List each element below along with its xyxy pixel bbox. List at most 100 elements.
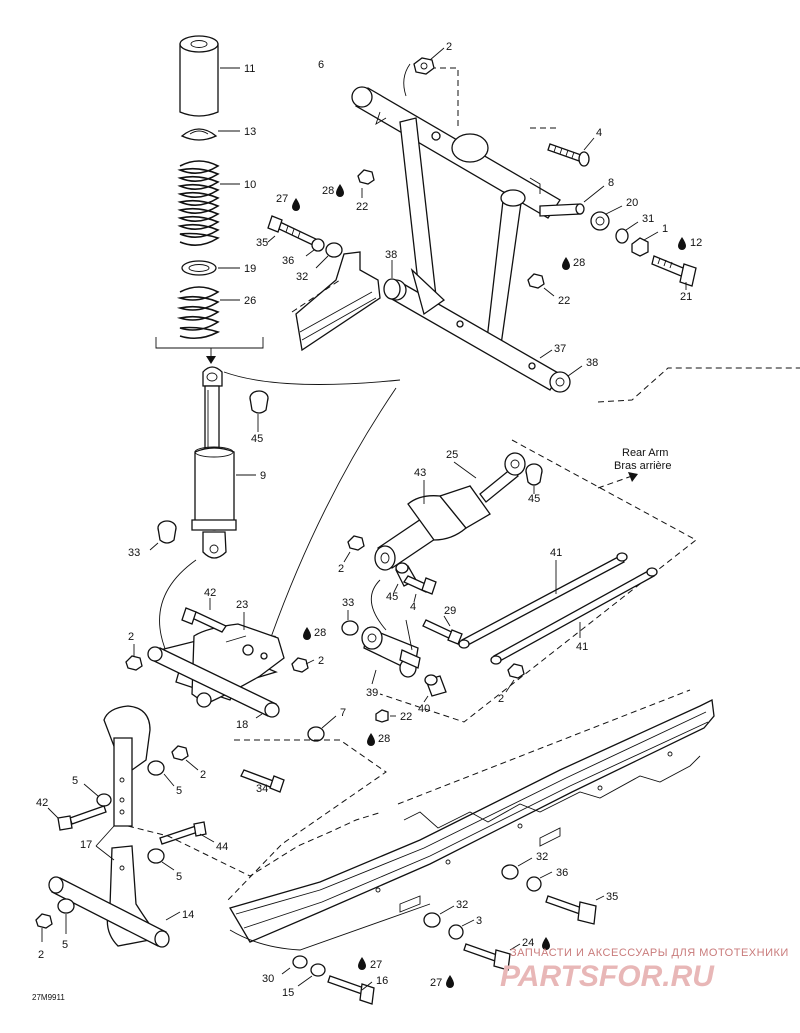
callout-44: 44 [216,841,228,853]
front-arm-6 [351,63,561,391]
bolt-42a [181,607,227,633]
callout-41: 41 [576,641,588,653]
callout-33: 33 [342,597,354,609]
nut-32b [501,864,519,880]
bolt-34 [240,769,285,793]
nut-1 [631,237,649,257]
callout-5: 5 [72,775,78,787]
nut-2d [291,657,309,673]
callout-36: 36 [556,867,568,879]
spring-cup-11 [179,35,219,117]
callout-28: 28 [322,185,334,197]
callout-2: 2 [38,949,44,961]
washer-3 [448,924,464,940]
callout-26: 26 [244,295,256,307]
nut-2a [413,57,435,75]
callout-4: 4 [410,601,416,613]
callout-43: 43 [414,467,426,479]
callout-28: 28 [314,627,326,639]
washer-5d [57,898,75,914]
callout-32: 32 [296,271,308,283]
drop-icon-12 [678,237,686,250]
drop-icon-27a [292,198,300,211]
bolt-24 [463,943,511,971]
drop-icon-24 [542,937,550,950]
washer-15 [310,963,326,977]
callout-4: 4 [596,127,602,139]
nut-22a [357,169,375,185]
callout-32: 32 [456,899,468,911]
callout-29: 29 [444,605,456,617]
callout-37: 37 [554,343,566,355]
shock-absorber-9 [191,366,237,559]
tie-rod-41a [458,552,628,649]
callout-5: 5 [62,939,68,951]
nut-2f [171,745,189,761]
callout-12: 12 [690,237,702,249]
washer-30 [292,955,308,969]
bolt-29 [422,619,463,645]
watermark-tagline: ЗАПЧАСТИ И АКСЕССУАРЫ ДЛЯ МОТОТЕХНИКИ [510,947,789,959]
callout-22: 22 [558,295,570,307]
callout-13: 13 [244,126,256,138]
rear-arm-label-en: Rear Arm [622,447,668,459]
tube-18 [147,646,280,718]
callout-10: 10 [244,179,256,191]
washer-5a [96,793,112,807]
callout-5: 5 [176,871,182,883]
bolt-4b [403,575,437,595]
link-39 [361,626,421,678]
callout-8: 8 [608,177,614,189]
spring-seat-19 [181,260,217,276]
callout-28: 28 [573,257,585,269]
rear-arm-label-fr: Bras arrière [614,460,671,472]
bolt-35a [267,215,319,247]
callout-32: 32 [536,851,548,863]
secondary-spring-26 [176,286,221,340]
bolt-44 [159,821,207,845]
drop-icon-28a [336,184,344,197]
callout-41: 41 [550,547,562,559]
bushing-45b [525,463,543,486]
callout-labels: 11 13 10 19 26 45 9 33 6 2 4 8 27 28 22 … [36,41,702,999]
drop-icon-28c [303,627,311,640]
drop-icon-28d [367,733,375,746]
callout-34: 34 [256,783,268,795]
callout-19: 19 [244,263,256,275]
callout-16: 16 [376,975,388,987]
rear-arm-14 [48,705,170,948]
bushing-38b [549,371,571,393]
nut-32c [423,912,441,928]
nut-22c [375,709,389,723]
spring-stopper-13 [180,128,218,141]
washer-31 [615,228,629,244]
washer-5b [147,760,165,776]
callout-7: 7 [340,707,346,719]
callout-20: 20 [626,197,638,209]
callout-3: 3 [476,915,482,927]
callout-18: 18 [236,719,248,731]
callout-2: 2 [200,769,206,781]
bolt-42b [57,805,107,831]
nut-2b [347,535,365,551]
callout-2: 2 [318,655,324,667]
callout-25: 25 [446,449,458,461]
bolt-35b [545,895,597,925]
callout-28: 28 [378,733,390,745]
callout-39: 39 [366,687,378,699]
callout-9: 9 [260,470,266,482]
bushing-33a [157,520,177,544]
callout-27: 27 [370,959,382,971]
washer-7 [307,726,325,742]
bushing-33b [341,620,359,636]
bolt-16 [327,975,375,1005]
watermark-logo: PARTSFOR.RU [500,960,715,993]
callout-38: 38 [385,249,397,261]
callout-45: 45 [386,591,398,603]
callout-21: 21 [680,291,692,303]
slide-rail [229,699,715,951]
callout-1: 1 [662,223,668,235]
callout-45: 45 [251,433,263,445]
callout-2: 2 [498,693,504,705]
